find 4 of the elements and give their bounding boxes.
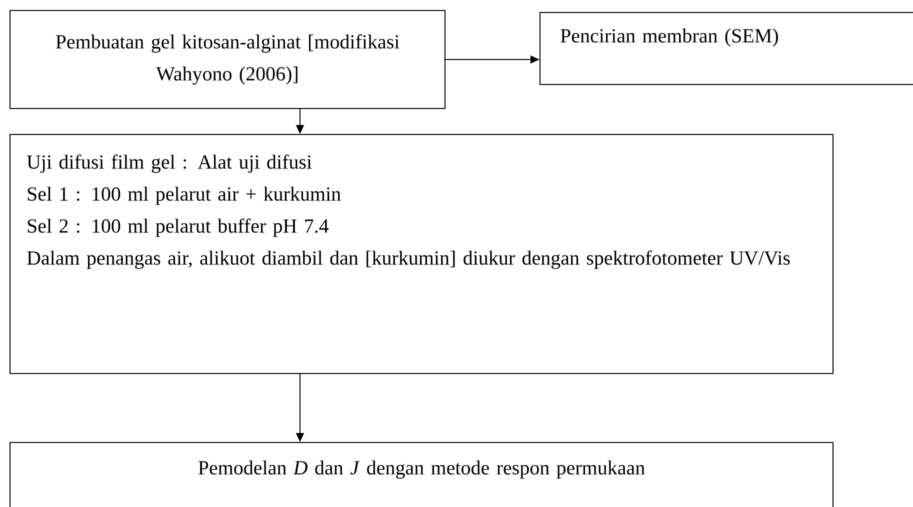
process-box: Pembuatan gel kitosan-alginat [modifikasi Wahyono (2006)] [10, 10, 446, 109]
process-box: Pemodelan D dan J dengan metode respon permukaan [10, 442, 834, 507]
process-box: Pencirian membran (SEM) [540, 12, 913, 85]
process-box: Uji difusi film gel : Alat uji difusi Sel 1 : 100 ml pelarut air + kurkumin Sel 2 : 100 ml pelarut buffer pH 7.4 Dalam penangas air, alikuot diambil dan [kurkumin] diukur dengan spektrofotometer UV/Vis [10, 134, 834, 374]
